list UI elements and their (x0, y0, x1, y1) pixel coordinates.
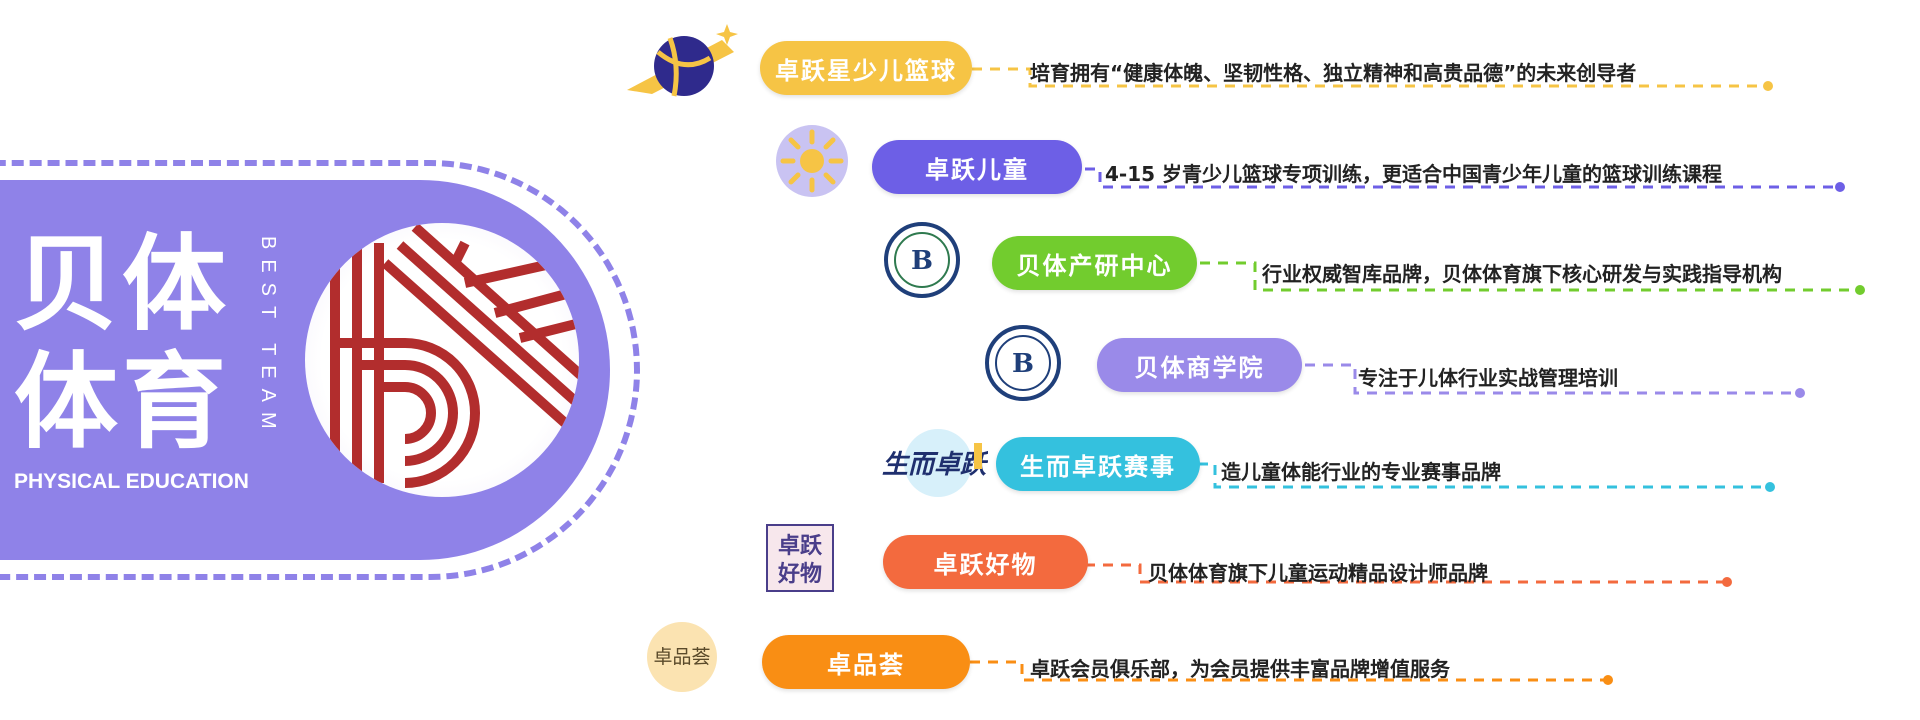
club-logo-icon: 卓品荟 (646, 621, 718, 693)
item-pill-3: 贝体产研中心 (992, 236, 1197, 290)
connector-end-dot (1603, 675, 1613, 685)
basketball-star-icon (622, 22, 742, 102)
svg-text:生而卓跃: 生而卓跃 (882, 450, 988, 480)
connector-end-dot (1835, 182, 1845, 192)
item-pill-6: 卓跃好物 (883, 535, 1088, 589)
brand-subtitle: PHYSICAL EDUCATION (14, 470, 249, 493)
calligraphy-logo-icon: 生而卓跃 (878, 425, 990, 500)
connector-end-dot (1722, 577, 1732, 587)
item-pill-1: 卓跃星少儿篮球 (760, 41, 972, 95)
research-center-seal-icon: B (884, 222, 960, 298)
item-description-7: 卓跃会员俱乐部，为会员提供丰富品牌增值服务 (1030, 657, 1450, 681)
svg-text:好物: 好物 (777, 561, 822, 587)
brand-dashed-ring (0, 160, 640, 580)
connector-end-dot (1795, 388, 1805, 398)
item-pill-5: 生而卓跃赛事 (996, 437, 1200, 491)
item-description-4: 专注于儿体行业实战管理培训 (1358, 366, 1618, 390)
svg-text:B: B (911, 246, 933, 276)
svg-text:卓跃: 卓跃 (778, 534, 823, 559)
business-school-seal-icon: B (985, 325, 1061, 401)
item-pill-7: 卓品荟 (762, 635, 970, 689)
brand-title-line1: 贝体 (14, 223, 231, 345)
brand-title-line2: 体育 (14, 341, 231, 463)
bt-logo-icon (305, 223, 579, 497)
stamp-logo-icon: 卓跃 好物 (765, 523, 835, 593)
svg-text:B: B (1012, 349, 1034, 379)
item-description-5: 造儿童体能行业的专业赛事品牌 (1221, 460, 1501, 484)
item-description-2: 4-15 岁青少儿篮球专项训练，更适合中国青少年儿童的篮球训练课程 (1105, 162, 1723, 186)
connector-end-dot (1855, 285, 1865, 295)
svg-text:卓品荟: 卓品荟 (653, 646, 710, 668)
brand-english-vertical: BEST TEAM (257, 236, 279, 439)
connector-end-dot (1763, 81, 1773, 91)
sun-icon (775, 124, 849, 198)
item-pill-4: 贝体商学院 (1097, 338, 1302, 392)
item-pill-2: 卓跃儿童 (872, 140, 1082, 194)
connector-end-dot (1765, 482, 1775, 492)
item-description-6: 贝体体育旗下儿童运动精品设计师品牌 (1148, 561, 1488, 585)
item-description-1: 培育拥有“健康体魄、坚韧性格、独立精神和高贵品德”的未来创导者 (1030, 61, 1637, 85)
item-description-3: 行业权威智库品牌，贝体体育旗下核心研发与实践指导机构 (1262, 262, 1782, 286)
